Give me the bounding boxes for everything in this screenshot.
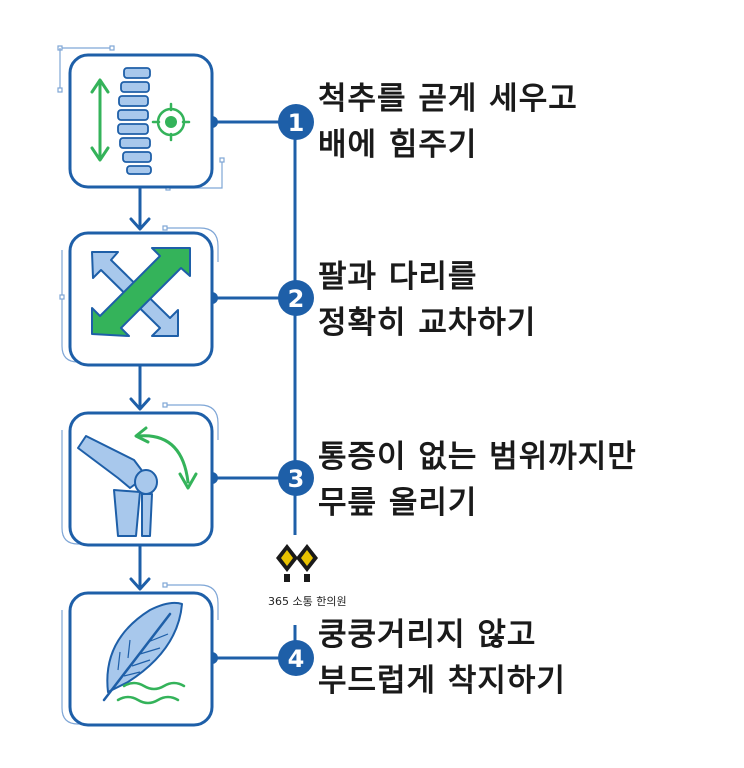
down-arrows bbox=[129, 186, 151, 591]
step-3-line-1: 통증이 없는 범위까지만 bbox=[318, 439, 637, 475]
down-arrow-3 bbox=[129, 544, 151, 591]
step-2-number: 2 bbox=[288, 285, 305, 313]
down-arrow-1 bbox=[129, 186, 151, 231]
step-4-line-2: 부드럽게 착지하기 bbox=[318, 663, 566, 699]
step-2-badge bbox=[278, 280, 314, 316]
step-4-badge bbox=[278, 640, 314, 676]
connector-dots bbox=[206, 116, 218, 664]
step-3-number: 3 bbox=[288, 465, 305, 493]
step-4-text: 쿵쿵거리지 않고 부드럽게 착지하기 bbox=[318, 612, 566, 704]
cross-arrows-icon bbox=[91, 247, 191, 337]
clinic-logo-caption: 365 소통 한의원 bbox=[268, 595, 347, 608]
step-4-icon-box bbox=[61, 582, 219, 727]
step-2-text: 팔과 다리를 정확히 교차하기 bbox=[318, 254, 536, 346]
step-1-line-2: 배에 힘주기 bbox=[318, 127, 478, 163]
step-1-line-1: 척추를 곧게 세우고 bbox=[318, 81, 578, 117]
step-1-icon-box bbox=[57, 45, 225, 191]
spine-icon bbox=[90, 67, 191, 175]
step-1-number: 1 bbox=[288, 109, 305, 137]
step-2-icon-box bbox=[59, 225, 219, 367]
step-3-line-2: 무릎 올리기 bbox=[318, 485, 478, 521]
step-1-text: 척추를 곧게 세우고 배에 힘주기 bbox=[318, 76, 578, 168]
step-2-line-2: 정확히 교차하기 bbox=[318, 305, 537, 341]
step-3-icon-box bbox=[61, 402, 219, 547]
clinic-logo-icon bbox=[272, 540, 318, 582]
step-1-badge bbox=[278, 104, 314, 140]
feather-icon bbox=[102, 601, 186, 705]
step-4-number: 4 bbox=[288, 645, 305, 673]
knee-joint-icon bbox=[77, 426, 198, 537]
step-3-text: 통증이 없는 범위까지만 무릎 올리기 bbox=[318, 434, 637, 526]
step-number-badges: 1 2 3 4 bbox=[278, 104, 314, 676]
horizontal-connectors bbox=[212, 120, 283, 660]
step-4-line-1: 쿵쿵거리지 않고 bbox=[318, 617, 537, 653]
step-3-badge bbox=[278, 460, 314, 496]
down-arrow-2 bbox=[129, 364, 151, 411]
step-2-line-1: 팔과 다리를 bbox=[318, 259, 478, 295]
